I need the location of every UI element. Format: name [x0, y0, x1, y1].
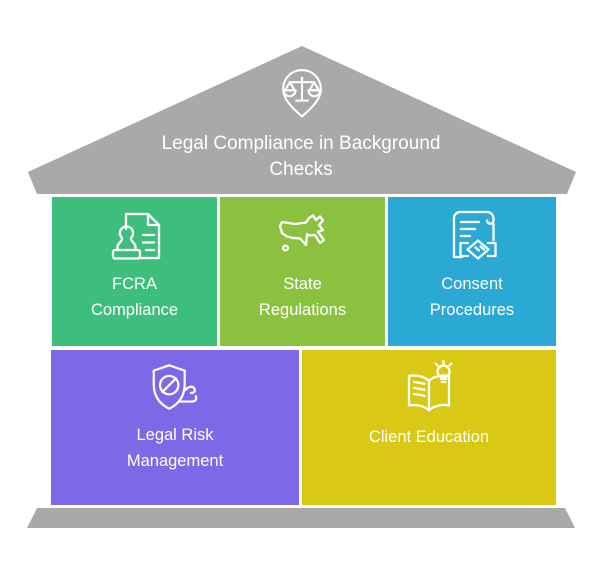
diagram-title: Legal Compliance in Background Checks — [161, 133, 441, 180]
card-label: State Regulations — [258, 275, 347, 319]
card-fcra-compliance: FCRA Compliance — [52, 197, 217, 346]
card-client-education: Client Education — [302, 350, 556, 505]
open-book-lightbulb-icon — [399, 360, 459, 420]
card-label: FCRA Compliance — [90, 275, 179, 319]
card-label: Client Education — [368, 428, 490, 446]
foundation-bar — [27, 508, 575, 528]
roof-shape — [28, 46, 576, 194]
scroll-handshake-icon — [442, 207, 502, 267]
stamp-document-icon — [105, 207, 165, 267]
shield-wind-icon — [146, 360, 204, 418]
scales-location-pin-icon — [275, 66, 329, 120]
card-label: Legal Risk Management — [126, 426, 224, 470]
card-consent-procedures: Consent Procedures — [388, 197, 556, 346]
card-state-regulations: State Regulations — [220, 197, 385, 346]
card-legal-risk-management: Legal Risk Management — [51, 350, 299, 505]
usa-map-icon — [273, 207, 333, 267]
card-label: Consent Procedures — [429, 275, 515, 319]
